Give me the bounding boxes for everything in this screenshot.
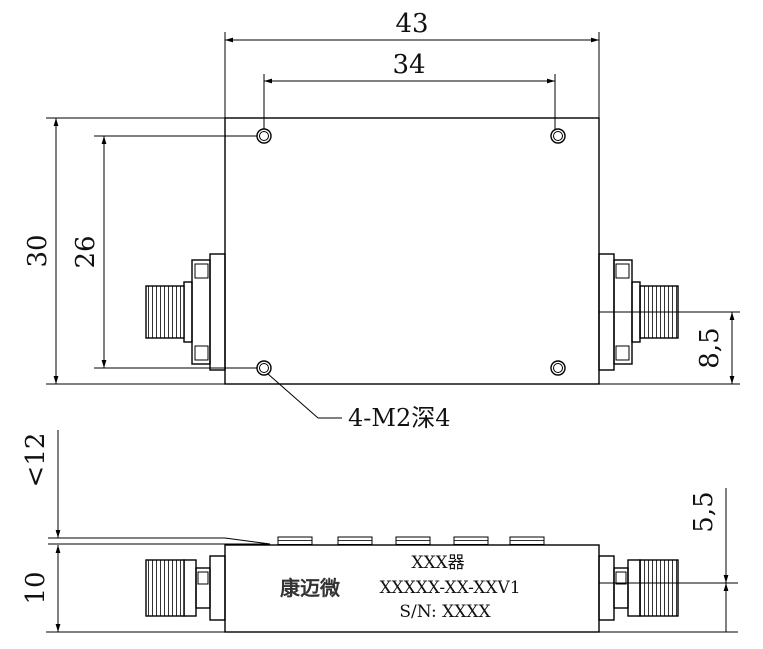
top-view: 43 34 30 26 8,5 4-M2深4 xyxy=(23,9,740,432)
nameplate-type: XXX器 xyxy=(411,553,464,573)
dim-overall-height: 30 xyxy=(23,234,53,267)
mounting-hole xyxy=(550,128,566,144)
mounting-hole xyxy=(259,363,269,373)
left-connector-top xyxy=(145,253,226,371)
mounting-holes xyxy=(256,128,566,376)
nameplate-model: XXXXX-XX-XXV1 xyxy=(379,578,520,598)
mounting-hole xyxy=(259,131,269,141)
dim-body-height: 10 xyxy=(21,571,51,604)
mounting-hole xyxy=(553,363,563,373)
dim-hole-spacing-y: 26 xyxy=(71,235,101,268)
right-connector-top xyxy=(598,253,740,371)
dim-side-offset: 5,5 xyxy=(689,491,719,532)
mounting-hole xyxy=(550,360,566,376)
dim-overall-width: 43 xyxy=(395,9,428,39)
side-view: XXX器 康迈微 XXXXX-XX-XXV1 S/N: XXXX <12 10 … xyxy=(21,430,738,633)
dim-max-height: <12 xyxy=(21,433,51,488)
right-connector-side xyxy=(598,555,738,621)
hole-callout: 4-M2深4 xyxy=(348,404,451,432)
mounting-hole xyxy=(553,131,563,141)
dim-connector-offset: 8,5 xyxy=(695,327,725,368)
module-body-top xyxy=(224,117,600,385)
left-connector-side xyxy=(145,555,226,621)
dim-hole-spacing-x: 34 xyxy=(392,50,425,80)
nameplate-serial: S/N: XXXX xyxy=(399,602,491,622)
screws-row xyxy=(277,536,545,546)
nameplate-brand: 康迈微 xyxy=(280,576,340,600)
